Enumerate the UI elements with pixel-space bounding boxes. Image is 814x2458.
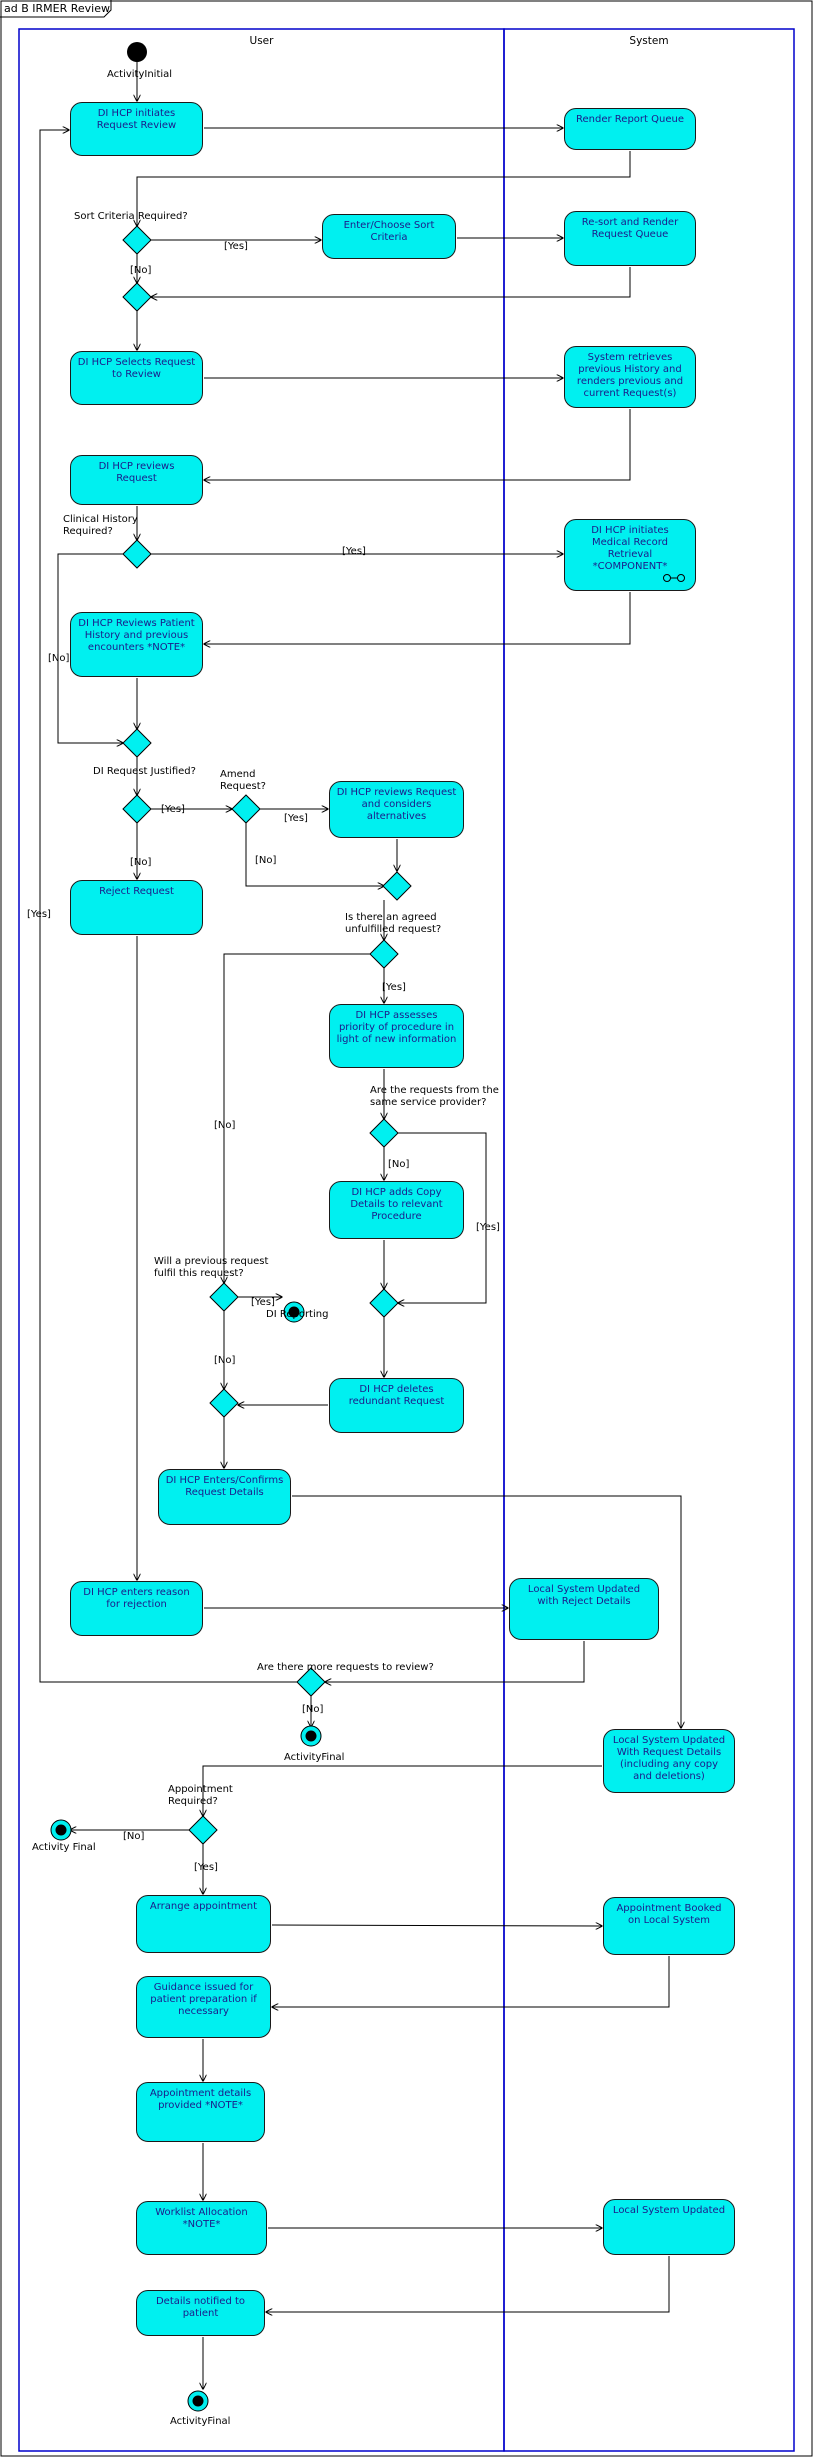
action-selects-request[interactable]: DI HCP Selects Request to Review xyxy=(70,351,203,405)
system-lane xyxy=(503,28,795,2452)
flow-edge xyxy=(57,553,123,743)
decision-previous-fulfil[interactable] xyxy=(209,1282,239,1312)
label-previous-fulfil: Will a previous request fulfil this requ… xyxy=(154,1256,269,1279)
action-appointment-details[interactable]: Appointment details provided *NOTE* xyxy=(136,2082,265,2142)
flow-edge xyxy=(151,267,631,297)
guard-more-requests-yes: [Yes] xyxy=(27,909,51,920)
final-node-activity-final[interactable] xyxy=(300,1725,322,1747)
guard-clinical-no: [No] xyxy=(48,653,70,664)
guard-sort-yes: [Yes] xyxy=(224,241,248,252)
guard-same-provider-yes: [Yes] xyxy=(476,1222,500,1233)
guard-justified-yes: [Yes] xyxy=(161,804,185,815)
guard-agreed-yes: [Yes] xyxy=(382,982,406,993)
merge-amend[interactable] xyxy=(382,871,412,901)
label-agreed-unfulfilled: Is there an agreed unfulfilled request? xyxy=(345,912,442,935)
action-delete-redundant[interactable]: DI HCP deletes redundant Request xyxy=(329,1378,464,1433)
action-add-copy-details[interactable]: DI HCP adds Copy Details to relevant Pro… xyxy=(329,1181,464,1239)
guard-appointment-yes: [Yes] xyxy=(194,1862,218,1873)
action-reviews-request[interactable]: DI HCP reviews Request xyxy=(70,455,203,505)
decision-clinical-history[interactable] xyxy=(122,539,152,569)
label-activity-initial: ActivityInitial xyxy=(107,69,173,80)
decision-more-requests[interactable] xyxy=(296,1667,326,1697)
action-considers-alternatives[interactable]: DI HCP reviews Request and considers alt… xyxy=(329,781,464,838)
guard-justified-no: [No] xyxy=(130,857,152,868)
action-local-system-updated[interactable]: Local System Updated xyxy=(603,2199,735,2255)
label-di-reporting: DI Reporting xyxy=(266,1309,329,1320)
action-resort-render-queue[interactable]: Re-sort and Render Request Queue xyxy=(564,211,696,266)
decision-agreed-unfulfilled[interactable] xyxy=(369,939,399,969)
guard-fulfil-no: [No] xyxy=(214,1355,236,1366)
action-details-notified[interactable]: Details notified to patient xyxy=(136,2290,265,2336)
decision-appointment-required[interactable] xyxy=(188,1815,218,1845)
flow-edge xyxy=(203,1765,602,1816)
action-worklist-allocation[interactable]: Worklist Allocation *NOTE* xyxy=(136,2201,267,2255)
flow-edge xyxy=(245,823,384,886)
flow-edge xyxy=(292,1495,681,1728)
flow-edge xyxy=(39,130,311,1683)
flow-edge xyxy=(272,1956,670,2007)
lane-header-system: System xyxy=(629,35,669,47)
component-rake-icon xyxy=(663,574,685,582)
guard-same-provider-no: [No] xyxy=(388,1159,410,1170)
action-guidance-issued[interactable]: Guidance issued for patient preparation … xyxy=(136,1976,271,2038)
flow-edge xyxy=(325,1641,585,1682)
flow-edge xyxy=(204,409,631,480)
merge-provider[interactable] xyxy=(369,1288,399,1318)
action-reviews-patient-history[interactable]: DI HCP Reviews Patient History and previ… xyxy=(70,612,203,677)
merge-history[interactable] xyxy=(122,728,152,758)
flow-edge xyxy=(271,1925,602,1926)
label-activity-final-bottom: ActivityFinal xyxy=(170,2416,231,2427)
label-amend-request: Amend Request? xyxy=(220,769,266,792)
merge-fulfil[interactable] xyxy=(209,1388,239,1418)
flow-edge xyxy=(266,2256,670,2312)
action-medical-record-retrieval[interactable]: DI HCP initiates Medical Record Retrieva… xyxy=(564,519,696,591)
label-appointment-required: Appointment Required? xyxy=(168,1784,233,1807)
label-sort-criteria-required: Sort Criteria Required? xyxy=(74,211,188,222)
action-enters-confirms-details[interactable]: DI HCP Enters/Confirms Request Details xyxy=(158,1469,291,1525)
action-assess-priority[interactable]: DI HCP assesses priority of procedure in… xyxy=(329,1004,464,1068)
final-node-activity-final-bottom[interactable] xyxy=(187,2390,209,2412)
action-local-request-details[interactable]: Local System Updated With Request Detail… xyxy=(603,1729,735,1793)
flow-edge xyxy=(224,953,370,1283)
action-appointment-booked[interactable]: Appointment Booked on Local System xyxy=(603,1897,735,1955)
decision-same-provider[interactable] xyxy=(369,1118,399,1148)
decision-request-justified[interactable] xyxy=(122,794,152,824)
guard-appointment-no: [No] xyxy=(123,1831,145,1842)
flow-edge xyxy=(137,151,631,226)
action-reject-request[interactable]: Reject Request xyxy=(70,880,203,935)
guard-amend-no: [No] xyxy=(255,855,277,866)
frame-title: ad B IRMER Review xyxy=(4,2,110,15)
guard-fulfil-yes: [Yes] xyxy=(251,1297,275,1308)
action-initiates-request-review[interactable]: DI HCP initiates Request Review xyxy=(70,102,203,156)
merge-sort[interactable] xyxy=(122,282,152,312)
flow-edge xyxy=(398,1132,487,1303)
label-same-provider: Are the requests from the same service p… xyxy=(370,1085,499,1108)
guard-clinical-yes: [Yes] xyxy=(342,546,366,557)
decision-amend-request[interactable] xyxy=(231,794,261,824)
lane-header-user: User xyxy=(249,35,274,47)
final-node-di-reporting[interactable] xyxy=(283,1301,305,1323)
label-activity-final-left: Activity Final xyxy=(32,1842,96,1853)
label-activity-final: ActivityFinal xyxy=(284,1752,345,1763)
action-local-reject-details[interactable]: Local System Updated with Reject Details xyxy=(509,1578,659,1640)
guard-more-requests-no: [No] xyxy=(302,1704,324,1715)
action-reason-for-rejection[interactable]: DI HCP enters reason for rejection xyxy=(70,1581,203,1636)
guard-agreed-no: [No] xyxy=(214,1120,236,1131)
label-more-requests: Are there more requests to review? xyxy=(257,1662,434,1673)
action-enter-sort-criteria[interactable]: Enter/Choose Sort Criteria xyxy=(322,214,456,259)
label-request-justified: DI Request Justified? xyxy=(93,766,196,777)
flow-edge xyxy=(204,592,631,644)
guard-amend-yes: [Yes] xyxy=(284,813,308,824)
final-node-activity-final-left[interactable] xyxy=(50,1819,72,1841)
action-render-report-queue[interactable]: Render Report Queue xyxy=(564,108,696,150)
action-system-retrieves-history[interactable]: System retrieves previous History and re… xyxy=(564,346,696,408)
decision-sort-criteria[interactable] xyxy=(122,225,152,255)
guard-sort-no: [No] xyxy=(130,265,152,276)
action-arrange-appointment[interactable]: Arrange appointment xyxy=(136,1895,271,1953)
label-clinical-history-required: Clinical History Required? xyxy=(63,514,138,537)
initial-node[interactable] xyxy=(127,42,147,62)
